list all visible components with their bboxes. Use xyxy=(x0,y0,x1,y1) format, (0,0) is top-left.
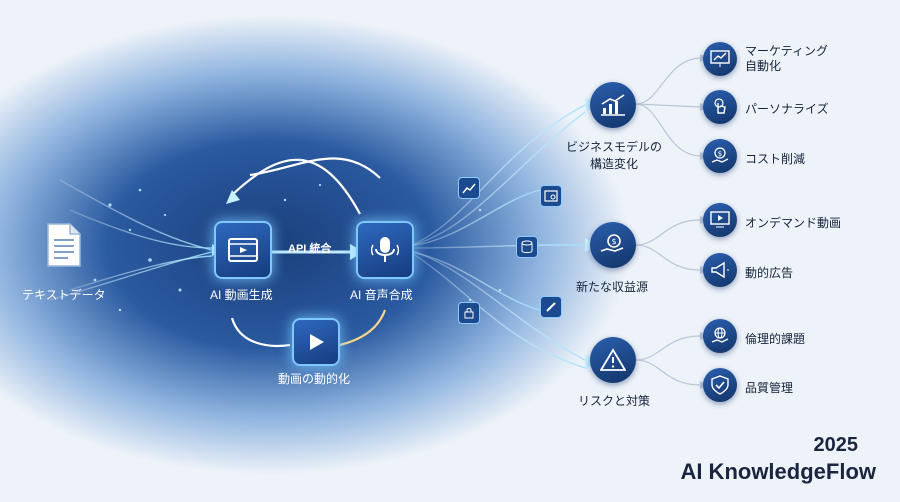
dynamic-ads-label: 動的広告 xyxy=(745,266,794,280)
play-icon xyxy=(310,334,324,350)
business-model-label: ビジネスモデルの 構造変化 xyxy=(558,138,670,172)
hand-dollar-icon: $ xyxy=(711,147,729,163)
ethics-issues-node[interactable] xyxy=(703,319,737,353)
text-data-label: テキストデータ xyxy=(22,288,106,302)
ethics-issues-label: 倫理的課題 xyxy=(745,332,806,346)
personalize-label: パーソナライズ xyxy=(745,102,829,116)
globe-hand-icon xyxy=(711,327,729,343)
new-revenue-label: 新たな収益源 xyxy=(576,280,649,294)
dynamic-ads-node[interactable] xyxy=(703,253,737,287)
megaphone-icon xyxy=(711,261,729,279)
bar-chart-up-icon xyxy=(601,94,625,116)
risk-hub[interactable] xyxy=(590,337,636,383)
dynamic-video-label: 動画の動的化 xyxy=(278,372,351,386)
shield-check-icon xyxy=(711,375,729,395)
ai-voice-synthesis-node[interactable] xyxy=(356,221,414,279)
marketing-automation-node[interactable] xyxy=(703,42,737,76)
quality-control-label: 品質管理 xyxy=(745,381,794,395)
api-integration-label: API 統合 xyxy=(288,243,332,255)
video-frame-icon xyxy=(228,238,258,262)
analytics-mini-icon xyxy=(540,185,562,207)
business-model-label-line1: ビジネスモデルの xyxy=(565,140,662,154)
footer-brand: AI KnowledgeFlow xyxy=(680,459,876,484)
on-demand-video-label: オンデマンド動画 xyxy=(745,216,842,230)
ai-voice-synthesis-label: AI 音声合成 xyxy=(350,288,413,302)
personalize-node[interactable] xyxy=(703,90,737,124)
on-demand-video-node[interactable] xyxy=(703,203,737,237)
monitor-chart-icon xyxy=(710,50,730,67)
business-model-label-line2: 構造変化 xyxy=(589,157,638,171)
security-mini-icon xyxy=(458,302,480,324)
tool-mini-icon xyxy=(540,296,562,318)
marketing-automation-label: マーケティング 自動化 xyxy=(745,44,828,74)
document-icon xyxy=(47,223,81,267)
business-model-hub[interactable] xyxy=(590,82,636,128)
growth-chart-mini-icon xyxy=(458,177,480,199)
marketing-automation-line1: マーケティング xyxy=(745,44,829,58)
footer-year: 2025 xyxy=(813,434,859,456)
quality-control-node[interactable] xyxy=(703,368,737,402)
new-revenue-hub[interactable]: $ xyxy=(590,222,636,268)
hand-coin-icon: $ xyxy=(600,234,624,252)
risk-label: リスクと対策 xyxy=(578,394,651,408)
cost-reduction-label: コスト削減 xyxy=(745,152,806,166)
microphone-icon xyxy=(371,237,399,262)
svg-text:$: $ xyxy=(611,237,616,246)
touch-hand-icon xyxy=(714,98,726,114)
database-mini-icon xyxy=(516,236,538,258)
ai-video-generation-label: AI 動画生成 xyxy=(210,288,273,302)
dynamic-video-node[interactable] xyxy=(292,318,340,366)
ai-video-generation-node[interactable] xyxy=(214,221,272,279)
marketing-automation-line2: 自動化 xyxy=(745,59,782,73)
svg-text:$: $ xyxy=(718,150,722,158)
cost-reduction-node[interactable]: $ xyxy=(703,139,737,173)
text-data-node xyxy=(46,222,82,268)
warning-icon xyxy=(600,348,626,371)
monitor-play-icon xyxy=(710,211,730,228)
